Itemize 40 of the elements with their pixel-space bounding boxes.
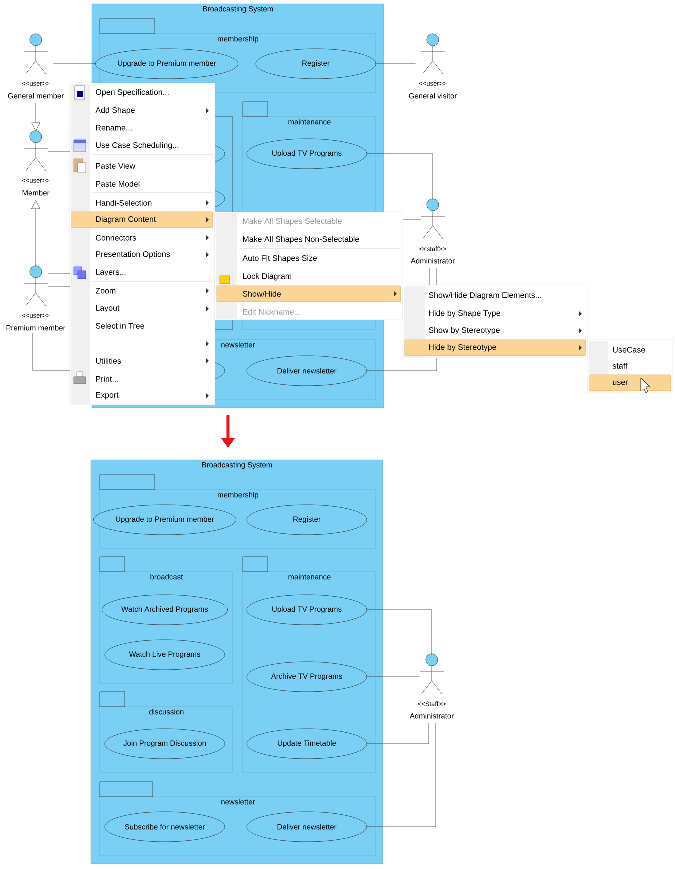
menu-item: Paste View [96, 163, 136, 169]
menu-item: Export [96, 392, 119, 400]
menu-item: Make All Shapes Non-Selectable [243, 236, 360, 244]
menu-item: Make All Shapes Selectable [243, 218, 342, 226]
association-line [32, 333, 70, 372]
menu-item: Rename... [96, 125, 132, 131]
menu-item: Print... [96, 376, 118, 382]
menu-item: Show by Stereotype [429, 327, 500, 335]
menu-item: staff [612, 363, 628, 369]
menu-item: Layers... [96, 269, 126, 277]
menu-item: Hide by Shape Type [429, 310, 500, 318]
menu-item: Handi-Selection [96, 200, 152, 206]
menu-item: Utilities [96, 358, 122, 364]
association-line [367, 676, 420, 678]
association-line [367, 723, 430, 744]
menu-item: Use Case Scheduling... [96, 142, 179, 150]
association-line [367, 723, 436, 828]
arrow [32, 103, 40, 132]
highlighted-menu-item: Hide by Stereotype [404, 340, 586, 356]
arrow [32, 200, 40, 267]
menu-item: Add Shape [96, 107, 135, 115]
association-line [48, 286, 70, 288]
association-line [367, 154, 434, 200]
menu-item: Presentation Options [96, 251, 170, 259]
menu-item: Show/Hide Diagram Elements... [429, 292, 542, 300]
association-line [367, 610, 432, 655]
menu-item: UseCase [613, 347, 646, 353]
menu-item: Connectors [96, 235, 136, 241]
association-line [367, 358, 438, 372]
menu-item: Auto Fit Shapes Size [242, 255, 318, 263]
association-line [436, 268, 438, 286]
menu-item: Lock Diagram [243, 273, 292, 281]
highlighted-menu-item: Show/Hide [216, 286, 402, 302]
menu-item: Zoom [96, 288, 116, 294]
menu-item: Select in Tree [96, 323, 144, 329]
menu-item: Edit Nickname... [243, 309, 300, 315]
highlighted-menu-item: user [590, 374, 672, 392]
menu-item: Paste Model [96, 181, 140, 187]
menu-item: Layout [96, 305, 120, 313]
highlighted-menu-item: Diagram Content [72, 212, 214, 228]
